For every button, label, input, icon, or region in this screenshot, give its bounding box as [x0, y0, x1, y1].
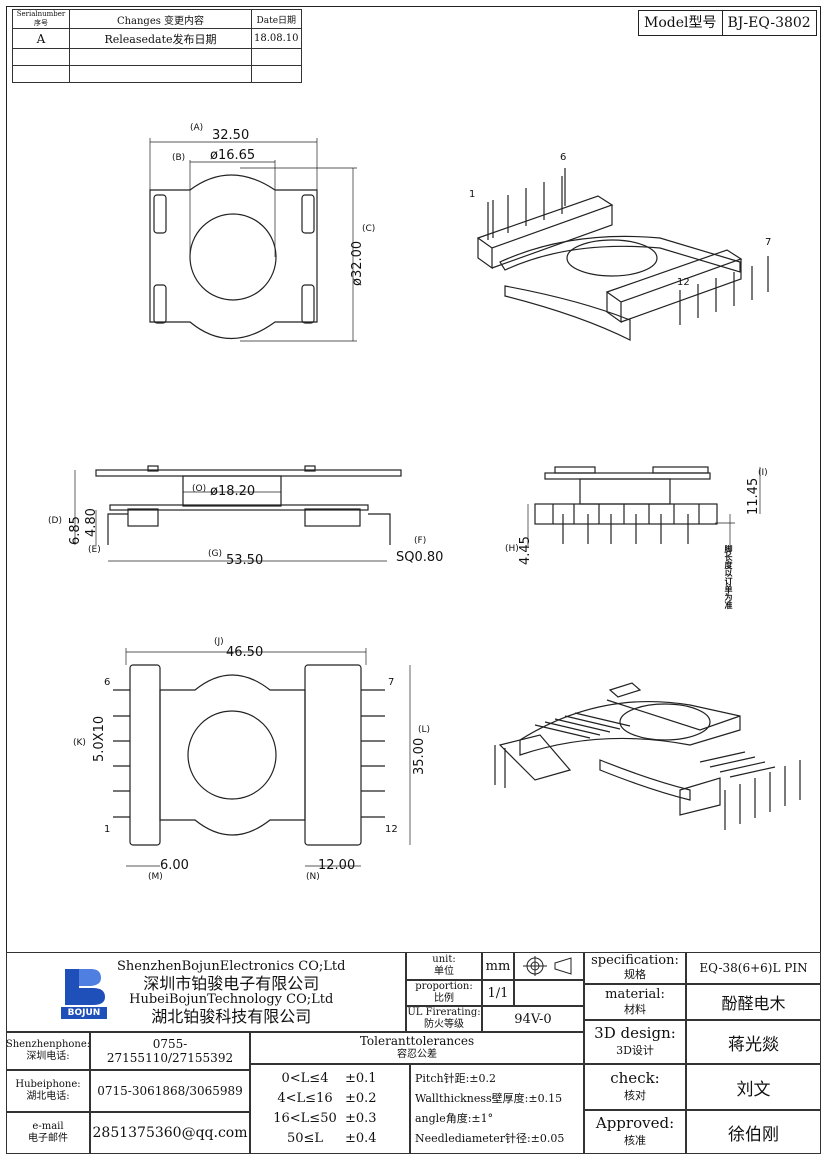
- dim-h-value: 4.45: [518, 536, 533, 565]
- dim-b-tag: (B): [172, 153, 186, 163]
- dim-b-value: ø16.65: [210, 148, 256, 163]
- company-name-cn-2: 湖北铂骏科技有限公司: [151, 1007, 312, 1026]
- tolerance-note: angle角度:±1°: [415, 1112, 494, 1125]
- contact-label: Shenzhenphone:深圳电话:: [6, 1032, 90, 1070]
- dim-e-tag: (E): [88, 545, 101, 555]
- dim-h-tag: (H): [505, 544, 519, 554]
- tolerance-ranges: 0<L≤4±0.1 4<L≤16±0.2 16<L≤50±0.3 50≤L±0.…: [250, 1064, 410, 1154]
- bottom-pin-12: 12: [385, 824, 398, 835]
- proportion-label: proportion:比例: [406, 980, 482, 1006]
- dim-n-value: 12.00: [318, 858, 356, 873]
- tolerance-note: Wallthickness壁厚度:±0.15: [415, 1092, 563, 1105]
- iso1-pin-1: 1: [469, 189, 476, 200]
- iso1-pin-6: 6: [560, 152, 567, 163]
- tolerance-note: Needlediameter针径:±0.05: [415, 1132, 565, 1145]
- dim-i-tag: (I): [758, 468, 768, 478]
- approval-value: 徐伯刚: [686, 1110, 821, 1154]
- approval-label: specification:规格: [584, 952, 686, 984]
- technical-drawings: [74, 138, 801, 867]
- ul-value: 94V-0: [482, 1006, 584, 1032]
- dim-m-value: 6.00: [160, 858, 189, 873]
- dim-o-value: ø18.20: [210, 484, 256, 499]
- dim-a-tag: (A): [190, 123, 204, 133]
- iso-view-2: [494, 682, 801, 830]
- approval-value: 酚醛电木: [686, 984, 821, 1020]
- dim-l-value: 35.00: [412, 737, 427, 775]
- model-box: Model型号 BJ-EQ-3802: [638, 10, 817, 36]
- company-name-en-1: ShenzhenBojunElectronics CO;Ltd: [117, 959, 346, 974]
- dim-g-tag: (G): [208, 549, 222, 559]
- rev-row-change: [69, 65, 252, 83]
- revision-table: Serialnumber序号 Changes 变更内容 Date日期 A Rel…: [12, 9, 302, 83]
- logo-mark-icon: [61, 969, 107, 1019]
- tolerance-row: 16<L≤50±0.3: [273, 1111, 377, 1126]
- iso-view-1: [476, 168, 769, 341]
- top-view-outline: [149, 138, 357, 342]
- projection-symbol: [514, 952, 584, 980]
- rev-row-date: [251, 65, 302, 83]
- approval-label: Approved:核准: [584, 1110, 686, 1154]
- approval-value: 刘文: [686, 1064, 821, 1110]
- dim-k-tag: (K): [73, 738, 86, 748]
- iso1-pin-7: 7: [765, 237, 772, 248]
- front-view: [74, 465, 402, 562]
- side-view: [527, 466, 761, 550]
- dim-m-tag: (M): [148, 872, 163, 882]
- bottom-view: [113, 648, 411, 867]
- company-logo: BOJUN: [61, 967, 107, 1019]
- contact-label: Hubeiphone:湖北电话:: [6, 1070, 90, 1112]
- bottom-pin-1: 1: [104, 824, 111, 835]
- company-cell: BOJUN ShenzhenBojunElectronics CO;Ltd 深圳…: [6, 952, 406, 1032]
- model-value: BJ-EQ-3802: [721, 11, 816, 35]
- dim-c-value: ø32.00: [350, 240, 365, 286]
- tolerance-note: Pitch针距:±0.2: [415, 1072, 497, 1085]
- approval-label: check:核对: [584, 1064, 686, 1110]
- contact-value: 2851375360@qq.com: [90, 1112, 250, 1154]
- dim-j-value: 46.50: [226, 645, 264, 660]
- approval-label: 3D design:3D设计: [584, 1020, 686, 1064]
- dim-n-tag: (N): [306, 872, 320, 882]
- dim-d-value: 6.85: [68, 516, 83, 545]
- logo-text: BOJUN: [67, 1008, 101, 1018]
- dim-k-value: 5.0X10: [92, 715, 107, 762]
- iso1-pin-12: 12: [677, 277, 690, 288]
- bottom-pin-6: 6: [104, 677, 111, 688]
- projection-icon: [523, 956, 572, 976]
- company-name-en-2: HubeiBojunTechnology CO;Ltd: [129, 992, 334, 1007]
- dim-l-tag: (L): [418, 725, 431, 735]
- ul-label: UL Firerating:防火等级: [406, 1006, 482, 1032]
- approval-value: EQ-38(6+6)L PIN: [686, 952, 821, 984]
- dim-a-value: 32.50: [212, 128, 250, 143]
- tolerance-row: 0<L≤4±0.1: [281, 1071, 377, 1086]
- tolerance-row: 50≤L±0.4: [286, 1131, 377, 1146]
- dim-f-tag: (F): [414, 536, 427, 546]
- bottom-pin-7: 7: [388, 677, 395, 688]
- contact-value: 0755-27155110/27155392: [90, 1032, 250, 1070]
- approval-label: material:材料: [584, 984, 686, 1020]
- approval-value: 蒋光燚: [686, 1020, 821, 1064]
- blank-cell: [514, 980, 584, 1006]
- dim-d-tag: (D): [48, 516, 62, 526]
- dim-j-tag: (J): [214, 637, 224, 647]
- title-block: BOJUN ShenzhenBojunElectronics CO;Ltd 深圳…: [6, 952, 821, 1154]
- unit-label: unit:单位: [406, 952, 482, 980]
- dim-c-tag: (C): [362, 224, 376, 234]
- dim-g-value: 53.50: [226, 553, 264, 568]
- contact-value: 0715-3061868/3065989: [90, 1070, 250, 1112]
- pin-length-note: 脚长度以订单为准: [724, 545, 733, 609]
- dim-i-value: 11.45: [746, 477, 761, 515]
- company-name-cn-1: 深圳市铂骏电子有限公司: [143, 974, 320, 993]
- tolerance-row: 4<L≤16±0.2: [277, 1091, 377, 1106]
- tolerance-notes: Pitch针距:±0.2 Wallthickness壁厚度:±0.15 angl…: [410, 1064, 584, 1154]
- unit-value: mm: [482, 952, 514, 980]
- dim-o-tag: (O): [192, 484, 207, 494]
- proportion-value: 1/1: [482, 980, 514, 1006]
- model-label: Model型号: [644, 15, 717, 31]
- dim-e-value: 4.80: [84, 508, 99, 537]
- dim-f-value: SQ0.80: [396, 550, 444, 565]
- company-names: ShenzhenBojunElectronics CO;Ltd 深圳市铂骏电子有…: [117, 959, 345, 1025]
